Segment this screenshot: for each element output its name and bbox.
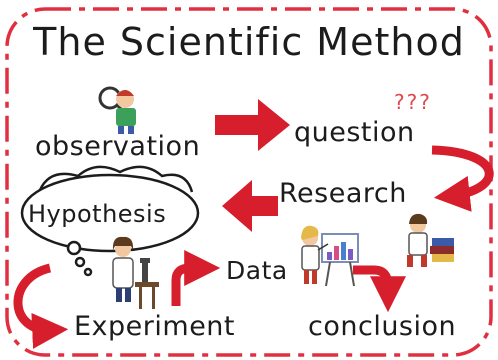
- step-question: question: [294, 117, 415, 148]
- step-conclusion: conclusion: [308, 311, 457, 342]
- arrow-research-to-hypothesis: [222, 180, 278, 232]
- scientist-with-books-icon: [407, 213, 454, 267]
- thought-cloud: [20, 173, 200, 277]
- arrow-hypothesis-to-experiment: [13, 263, 69, 349]
- observer-with-magnifier-icon: [98, 86, 136, 134]
- arrow-question-to-research: [431, 145, 494, 212]
- scientist-at-microscope-icon: [112, 236, 159, 309]
- step-hypothesis: Hypothesis: [28, 200, 167, 228]
- question-marks: ???: [394, 90, 432, 114]
- arrow-data-to-conclusion: [353, 265, 406, 313]
- cloud-top-bumps: [38, 165, 194, 193]
- presenter-at-chart-icon: [301, 225, 359, 287]
- step-research: Research: [279, 178, 407, 209]
- diagram-title: The Scientific Method: [33, 20, 465, 64]
- dashed-border: [5, 7, 493, 357]
- step-observation: observation: [35, 131, 201, 162]
- arrow-experiment-to-data: [171, 250, 221, 306]
- arrow-observation-to-question: [215, 99, 290, 151]
- step-data: Data: [226, 256, 288, 285]
- step-experiment: Experiment: [74, 311, 236, 342]
